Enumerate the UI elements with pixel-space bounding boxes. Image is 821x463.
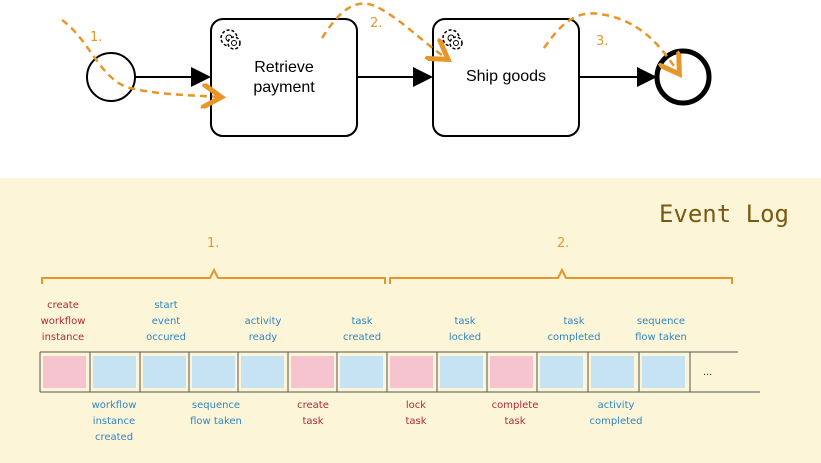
label-line: ready — [248, 332, 278, 343]
task-label-line: Retrieve — [254, 59, 314, 76]
bottom-event-label: lock task — [405, 398, 426, 430]
log-entry-event[interactable] — [192, 356, 235, 388]
path-marker-2: 2. — [370, 16, 383, 31]
log-dividers — [39, 352, 691, 392]
label-line: flow taken — [190, 416, 242, 427]
bottom-event-label: create task — [297, 398, 329, 430]
label-line: sequence — [636, 316, 686, 327]
label-line: created — [342, 332, 382, 343]
event-log-title: Event Log — [658, 200, 789, 228]
log-entry-event[interactable] — [340, 356, 383, 388]
label-line: activity — [597, 400, 635, 411]
task-retrieve-payment-label: Retrieve payment — [211, 58, 357, 98]
label-line: create — [297, 400, 329, 411]
label-line: occured — [146, 332, 186, 343]
label-line: completed — [589, 416, 643, 427]
gear-icon — [220, 29, 241, 50]
top-event-label: task created — [343, 314, 381, 346]
log-entry-event[interactable] — [591, 356, 634, 388]
log-entry-command[interactable] — [390, 356, 433, 388]
top-event-label: task locked — [449, 314, 481, 346]
group-brace-2 — [389, 267, 733, 284]
top-event-label: start event occured — [146, 298, 186, 346]
label-line: instance — [92, 416, 136, 427]
path-marker-1: 1. — [90, 30, 103, 45]
label-line: created — [94, 432, 134, 443]
event-log-area — [0, 178, 821, 463]
log-entry-event[interactable] — [642, 356, 685, 388]
label-line: sequence — [191, 400, 241, 411]
label-line: instance — [41, 332, 85, 343]
group-label-1: 1. — [207, 236, 220, 251]
bottom-event-label: workflow instance created — [92, 398, 137, 446]
label-line: task — [454, 316, 476, 327]
end-event[interactable] — [654, 48, 712, 106]
label-line: flow taken — [635, 332, 687, 343]
log-entry-command[interactable] — [291, 356, 334, 388]
label-line: create — [47, 300, 79, 311]
group-label-2: 2. — [557, 236, 570, 251]
log-entry-event[interactable] — [93, 356, 136, 388]
top-event-label: task completed — [547, 314, 600, 346]
log-entry-event[interactable] — [540, 356, 583, 388]
label-line: completed — [547, 332, 601, 343]
group-brace-1 — [41, 267, 386, 284]
bottom-event-label: activity completed — [589, 398, 642, 430]
log-entry-command[interactable] — [43, 356, 86, 388]
label-line: task — [504, 416, 526, 427]
label-line: activity — [244, 316, 282, 327]
bottom-event-label: sequence flow taken — [190, 398, 242, 430]
task-label-line: payment — [253, 79, 315, 96]
top-event-label: activity ready — [245, 314, 282, 346]
token-path-1 — [61, 18, 219, 97]
label-line: task — [563, 316, 585, 327]
label-line: lock — [405, 400, 427, 411]
label-line: complete — [491, 400, 539, 411]
log-entry-event[interactable] — [440, 356, 483, 388]
label-line: workflow — [40, 316, 86, 327]
token-path-2 — [320, 2, 446, 58]
token-path-3 — [542, 12, 678, 72]
task-ship-goods-label: Ship goods — [465, 68, 547, 85]
label-line: workflow — [91, 400, 137, 411]
label-line: task — [302, 416, 324, 427]
label-line: task — [351, 316, 373, 327]
log-entry-event[interactable] — [143, 356, 186, 388]
top-event-label: sequence flow taken — [635, 314, 687, 346]
label-line: event — [151, 316, 181, 327]
log-entry-command[interactable] — [490, 356, 533, 388]
log-entry-event[interactable] — [241, 356, 284, 388]
log-ellipsis: ... — [703, 366, 713, 378]
top-event-label: create workflow instance — [41, 298, 86, 346]
bottom-event-label: complete task — [492, 398, 539, 430]
label-line: start — [154, 300, 178, 311]
path-marker-3: 3. — [596, 34, 609, 49]
label-line: locked — [448, 332, 482, 343]
label-line: task — [405, 416, 427, 427]
